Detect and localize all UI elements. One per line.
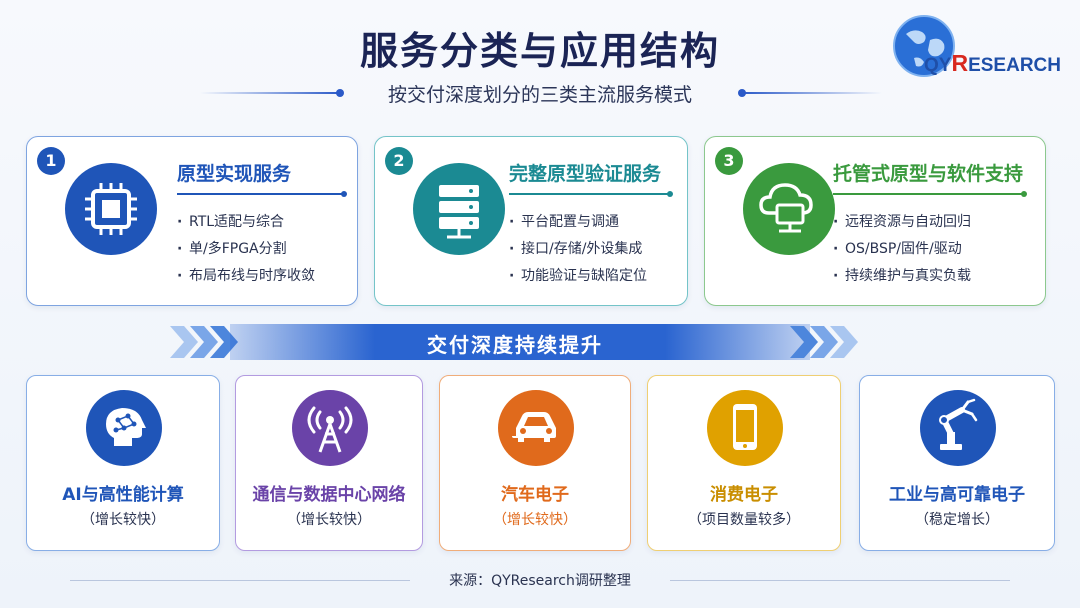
list-item: RTL适配与综合 — [177, 209, 315, 236]
footer-row: 来源：QYResearch调研整理 — [0, 570, 1080, 590]
list-item: 功能验证与缺陷定位 — [509, 263, 647, 290]
page-subtitle: 按交付深度划分的三类主流服务模式 — [387, 84, 692, 106]
service-title-rule — [509, 191, 673, 197]
signal-tower-icon — [292, 390, 368, 466]
app-note: （稳定增长） — [915, 512, 999, 528]
app-card-telecom-datacenter: 通信与数据中心网络 （增长较快） — [235, 375, 423, 551]
service-card-prototype-implementation: 1 原型实现服务 RTL适配与综合 单/多FPGA分割 布局布线与时序收敛 — [26, 136, 358, 306]
app-note: （项目数量较多） — [688, 512, 800, 528]
list-item: OS/BSP/固件/驱动 — [833, 236, 971, 263]
service-number: 1 — [37, 147, 65, 175]
list-item: 单/多FPGA分割 — [177, 236, 315, 263]
subtitle-left-dot — [336, 89, 344, 97]
ai-brain-icon — [86, 390, 162, 466]
qyresearch-logo: QYRESEARCH — [884, 12, 1064, 82]
service-item-list: 远程资源与自动回归 OS/BSP/固件/驱动 持续维护与真实负载 — [833, 209, 971, 290]
subtitle-left-rule — [200, 92, 340, 94]
list-item: 布局布线与时序收敛 — [177, 263, 315, 290]
service-title-rule — [833, 191, 1027, 197]
service-card-prototype-validation: 2 完整原型验证服务 平台配置与调通 接口/存储/外设集成 功能验证与缺陷定位 — [374, 136, 688, 306]
service-title: 完整原型验证服务 — [509, 163, 662, 185]
robot-arm-icon — [920, 390, 996, 466]
list-item: 接口/存储/外设集成 — [509, 236, 647, 263]
subtitle-row: 按交付深度划分的三类主流服务模式 — [0, 80, 1080, 106]
service-number: 3 — [715, 147, 743, 175]
subtitle-right-rule — [742, 92, 882, 94]
app-note: （增长较快） — [81, 512, 165, 528]
banner-bar — [230, 324, 810, 360]
app-card-ai-hpc: AI与高性能计算 （增长较快） — [26, 375, 220, 551]
logo-r: R — [951, 50, 969, 76]
chevron-right-icon — [790, 326, 858, 358]
footer-left-rule — [70, 580, 410, 581]
app-card-industrial: 工业与高可靠电子 （稳定增长） — [859, 375, 1055, 551]
footer-source: 来源：QYResearch调研整理 — [449, 573, 631, 589]
service-item-list: 平台配置与调通 接口/存储/外设集成 功能验证与缺陷定位 — [509, 209, 647, 290]
list-item: 持续维护与真实负载 — [833, 263, 971, 290]
app-card-automotive: 汽车电子 （增长较快） — [439, 375, 631, 551]
globe-icon — [893, 15, 955, 77]
app-note: （增长较快） — [493, 512, 577, 528]
app-card-consumer-electronics: 消费电子 （项目数量较多） — [647, 375, 841, 551]
smartphone-icon — [707, 390, 783, 466]
list-item: 平台配置与调通 — [509, 209, 647, 236]
page-title: 服务分类与应用结构 — [359, 29, 720, 73]
app-note: （增长较快） — [287, 512, 371, 528]
app-title: AI与高性能计算 — [62, 485, 184, 505]
service-card-managed-prototype: 3 托管式原型与软件支持 远程资源与自动回归 OS/BSP/固件/驱动 持续维护… — [704, 136, 1046, 306]
service-title-rule — [177, 191, 347, 197]
logo-esearch: ESEARCH — [968, 55, 1061, 76]
delivery-depth-banner: 交付深度持续提升 — [170, 322, 860, 362]
service-number: 2 — [385, 147, 413, 175]
logo-wordmark: QYRESEARCH — [924, 50, 1061, 77]
logo-qy: QY — [924, 55, 952, 76]
app-title: 工业与高可靠电子 — [889, 485, 1025, 505]
banner-text: 交付深度持续提升 — [427, 333, 603, 357]
service-item-list: RTL适配与综合 单/多FPGA分割 布局布线与时序收敛 — [177, 209, 315, 290]
service-title: 原型实现服务 — [177, 163, 292, 185]
list-item: 远程资源与自动回归 — [833, 209, 971, 236]
server-icon — [413, 163, 505, 255]
service-title: 托管式原型与软件支持 — [833, 163, 1024, 185]
app-title: 汽车电子 — [501, 485, 569, 505]
cloud-monitor-icon — [743, 163, 835, 255]
chip-icon — [65, 163, 157, 255]
app-title: 消费电子 — [710, 485, 778, 505]
app-title: 通信与数据中心网络 — [252, 485, 406, 505]
footer-right-rule — [670, 580, 1010, 581]
car-icon — [498, 390, 574, 466]
